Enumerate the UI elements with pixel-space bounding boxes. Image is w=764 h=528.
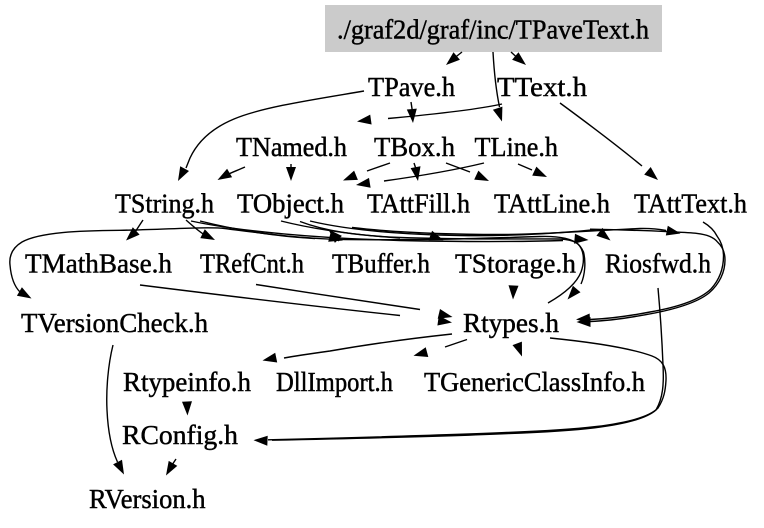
svg-text:TRefCnt.h: TRefCnt.h — [200, 249, 304, 279]
svg-text:TPave.h: TPave.h — [368, 72, 455, 102]
svg-text:TAttText.h: TAttText.h — [634, 189, 747, 219]
svg-text:TNamed.h: TNamed.h — [236, 132, 347, 162]
svg-text:DllImport.h: DllImport.h — [276, 367, 393, 397]
svg-text:TBox.h: TBox.h — [374, 132, 455, 162]
svg-text:TText.h: TText.h — [497, 72, 588, 102]
svg-text:./graf2d/graf/inc/TPaveText.h: ./graf2d/graf/inc/TPaveText.h — [337, 15, 649, 45]
svg-text:TStorage.h: TStorage.h — [455, 249, 576, 279]
svg-text:TMathBase.h: TMathBase.h — [25, 249, 172, 279]
svg-text:Rtypes.h: Rtypes.h — [463, 308, 559, 338]
svg-text:Riosfwd.h: Riosfwd.h — [605, 249, 711, 279]
svg-text:TLine.h: TLine.h — [475, 132, 559, 162]
svg-text:Rtypeinfo.h: Rtypeinfo.h — [123, 367, 251, 397]
svg-text:TBuffer.h: TBuffer.h — [332, 249, 430, 279]
svg-text:TVersionCheck.h: TVersionCheck.h — [21, 308, 208, 338]
svg-text:TGenericClassInfo.h: TGenericClassInfo.h — [424, 367, 645, 397]
svg-text:TString.h: TString.h — [115, 189, 214, 219]
svg-text:TObject.h: TObject.h — [237, 189, 344, 219]
svg-text:TAttLine.h: TAttLine.h — [494, 189, 610, 219]
svg-text:RVersion.h: RVersion.h — [89, 484, 206, 514]
svg-text:RConfig.h: RConfig.h — [122, 420, 239, 450]
svg-text:TAttFill.h: TAttFill.h — [367, 189, 470, 219]
